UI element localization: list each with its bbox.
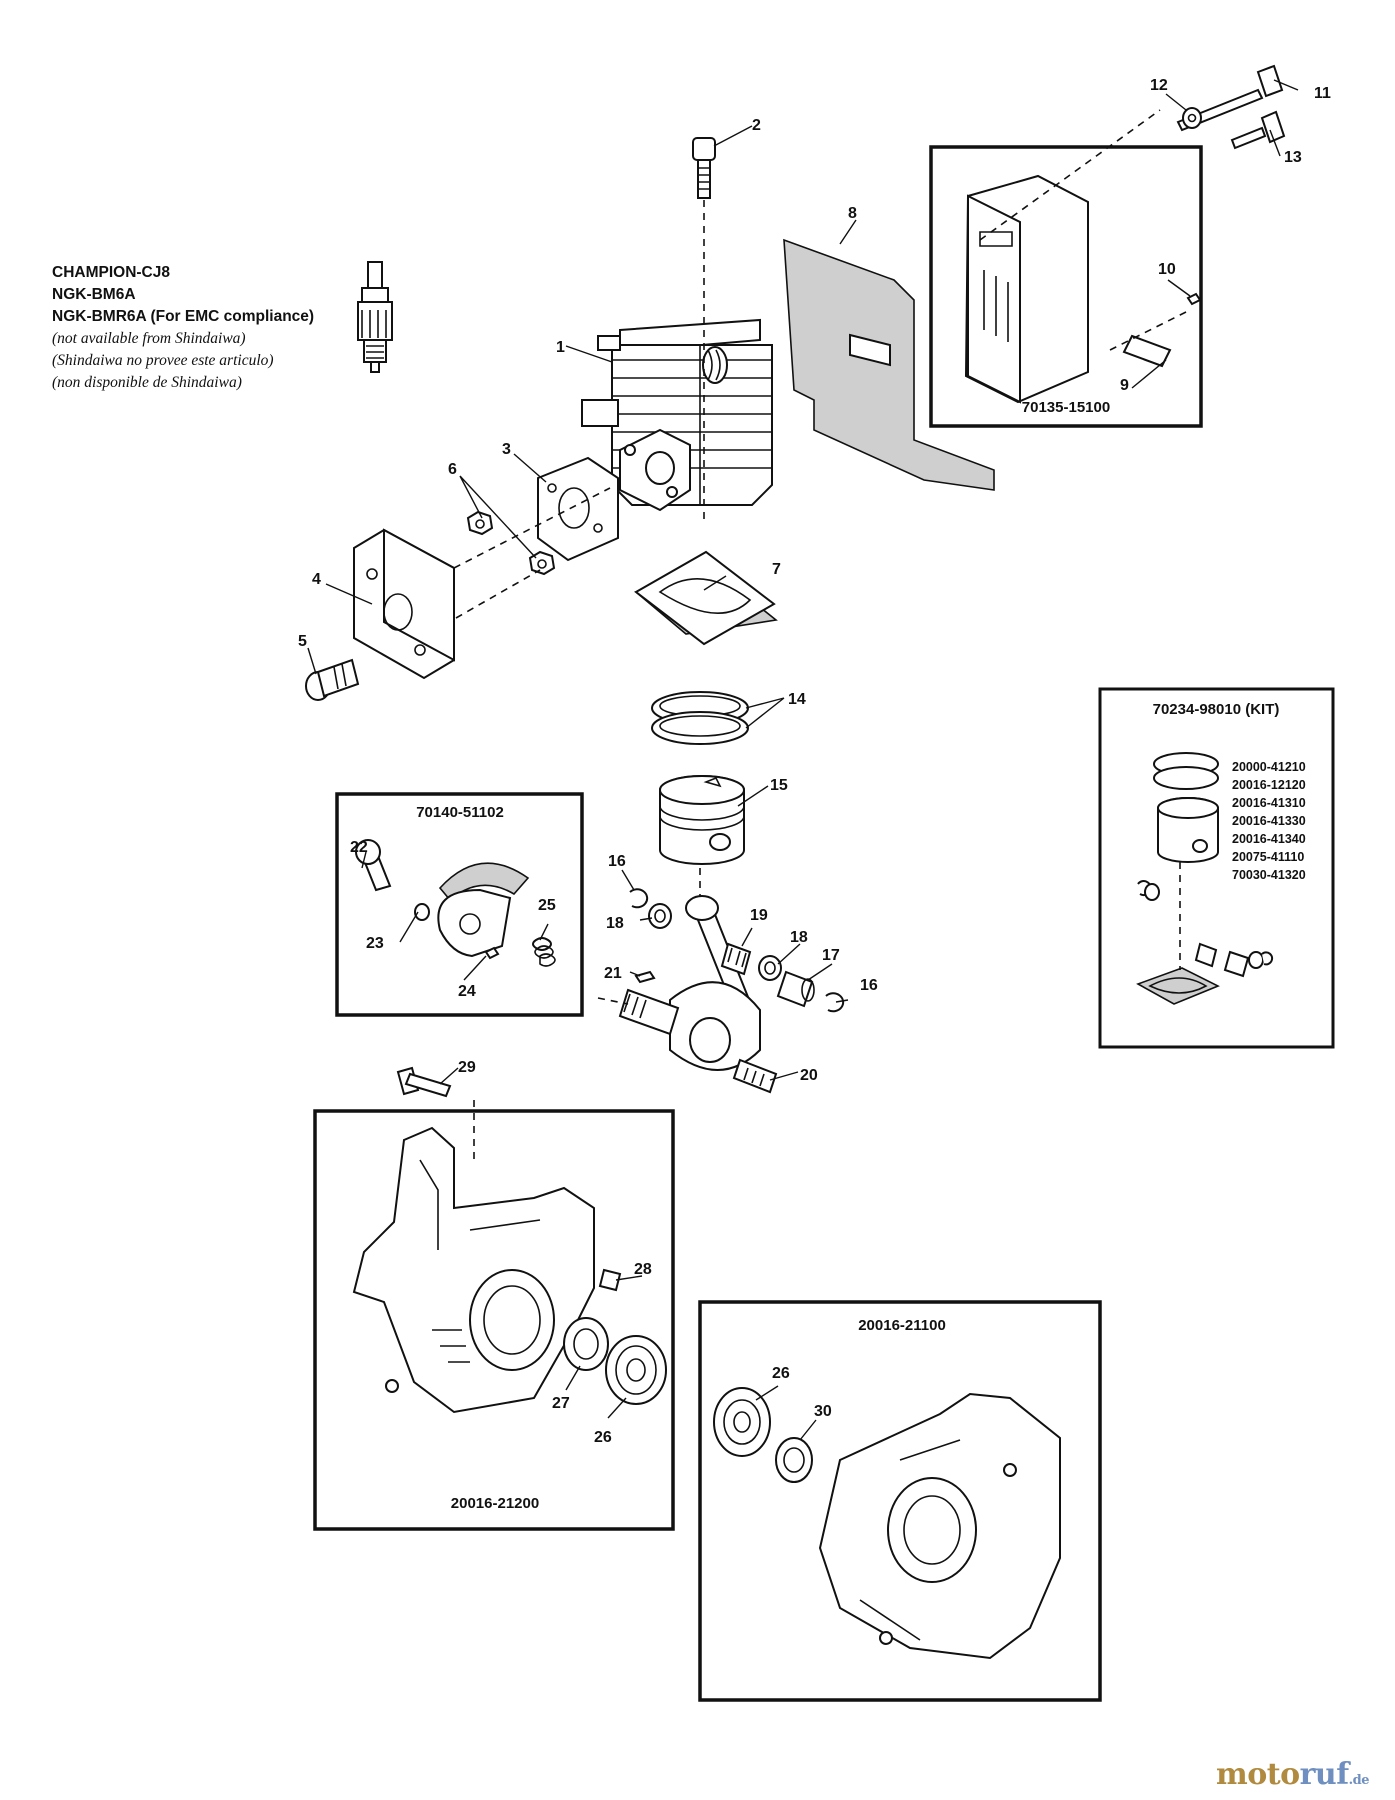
callout-14: 14 <box>788 691 806 708</box>
spark-plug-note: CHAMPION-CJ8 NGK-BM6A NGK-BMR6A (For EMC… <box>52 262 352 394</box>
spark-plug-line-2: NGK-BM6A <box>52 286 136 303</box>
spark-plug-line-1: CHAMPION-CJ8 <box>52 264 170 281</box>
kit-part-number: 20016-41330 <box>1232 814 1306 828</box>
callout-13: 13 <box>1284 149 1302 166</box>
muffler <box>964 109 1191 404</box>
callout-7: 7 <box>772 561 781 578</box>
callout-17: 17 <box>822 947 840 964</box>
spark-plug <box>357 261 393 373</box>
crankcase-assembly-box <box>313 1109 675 1531</box>
watermark-suffix: .de <box>1348 1773 1370 1788</box>
watermark-part-2: ruf <box>1299 1757 1350 1792</box>
callout-21: 21 <box>604 965 622 982</box>
piston <box>659 775 745 900</box>
callout-24: 24 <box>458 983 476 1000</box>
callout-26b: 26 <box>772 1365 790 1382</box>
kit-part-number: 20075-41110 <box>1232 850 1304 864</box>
kit-box-title: 70234-98010 (KIT) <box>1153 701 1280 718</box>
cylinder-gasket <box>634 550 778 646</box>
callout-numbers: 1 2 3 4 5 6 7 8 9 10 11 12 13 14 15 16 1… <box>298 77 1331 1446</box>
insulator-gasket <box>537 456 619 562</box>
muffler-washer <box>1182 107 1202 129</box>
crankcase <box>352 1126 622 1414</box>
callout-18a: 18 <box>606 915 624 932</box>
crankshaft <box>597 895 778 1094</box>
small-parts <box>629 888 845 1013</box>
motoruf-watermark: motoruf.de <box>1215 1757 1370 1792</box>
callout-30: 30 <box>814 1403 832 1420</box>
spark-plug-line-3: NGK-BMR6A (For EMC compliance) <box>52 308 315 325</box>
callout-11: 11 <box>1314 85 1331 102</box>
kit-part-number: 20016-12120 <box>1232 778 1306 792</box>
cylinder-bolt <box>692 137 716 520</box>
callout-3: 3 <box>502 441 511 458</box>
callout-16a: 16 <box>608 853 626 870</box>
callout-19: 19 <box>750 907 768 924</box>
case-half-assembly-box <box>698 1300 1102 1702</box>
callout-27: 27 <box>552 1395 570 1412</box>
callout-10: 10 <box>1158 261 1176 278</box>
callout-28: 28 <box>634 1261 652 1278</box>
callout-20: 20 <box>800 1067 818 1084</box>
callout-23: 23 <box>366 935 384 952</box>
callout-6: 6 <box>448 461 457 478</box>
kit-box <box>1098 687 1335 1049</box>
crankcase-box-title: 20016-21200 <box>451 1495 539 1512</box>
callout-18b: 18 <box>790 929 808 946</box>
callout-5: 5 <box>298 633 307 650</box>
callout-26a: 26 <box>594 1429 612 1446</box>
callout-16b: 16 <box>860 977 878 994</box>
spark-plug-line-5: (Shindaiwa no provee este articulo) <box>52 352 274 369</box>
callout-8: 8 <box>848 205 857 222</box>
cylinder <box>581 318 773 512</box>
callout-12: 12 <box>1150 77 1168 94</box>
callout-15: 15 <box>770 777 788 794</box>
case-half-box-title: 20016-21100 <box>858 1317 946 1334</box>
clutch-box-title: 70140-51102 <box>416 804 504 821</box>
kit-part-number: 20000-41210 <box>1232 760 1306 774</box>
muffler-bolt-short <box>1230 110 1286 150</box>
muffler-box-title: 70135-15100 <box>1022 399 1110 416</box>
kit-part-number: 70030-41320 <box>1232 868 1306 882</box>
callout-4: 4 <box>312 571 321 588</box>
clutch-assembly <box>355 839 556 967</box>
callout-25: 25 <box>538 897 556 914</box>
muffler-assembly-box <box>929 145 1203 428</box>
kit-part-list: 20000-41210 20016-12120 20016-41310 2001… <box>1232 760 1306 882</box>
muffler-gasket-plate <box>783 238 995 491</box>
insulator-bolt <box>305 658 360 701</box>
callout-1: 1 <box>556 339 565 356</box>
kit-contents <box>1136 752 1274 1005</box>
leader-lines <box>307 79 1299 1441</box>
clutch-assembly-box <box>335 792 584 1017</box>
case-half <box>713 1387 1061 1660</box>
crankcase-bolt <box>396 1066 475 1160</box>
callout-22: 22 <box>350 839 368 856</box>
kit-part-number: 20016-41310 <box>1232 796 1306 810</box>
spark-plug-line-4: (not available from Shindaiwa) <box>52 330 246 347</box>
callout-2: 2 <box>752 117 761 134</box>
kit-part-number: 20016-41340 <box>1232 832 1306 846</box>
insulator-block <box>353 487 611 680</box>
piston-rings <box>651 691 749 745</box>
callout-29: 29 <box>458 1059 476 1076</box>
crankcase-bearings <box>563 1317 667 1405</box>
spark-plug-line-6: (non disponible de Shindaiwa) <box>52 374 242 391</box>
watermark-part-1: moto <box>1215 1757 1300 1792</box>
callout-9: 9 <box>1120 377 1129 394</box>
